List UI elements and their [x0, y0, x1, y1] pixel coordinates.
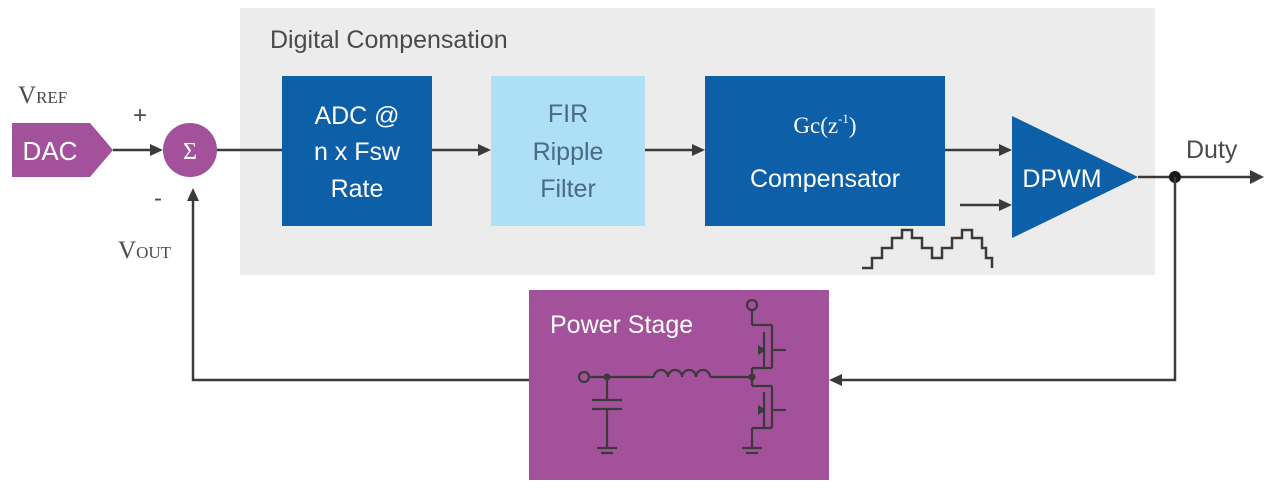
compensator-box [705, 76, 945, 226]
vout-label: VOUT [118, 237, 172, 264]
minus-sign: - [154, 185, 162, 212]
high-side-mosfet-icon [750, 323, 786, 377]
adc-block: ADC @ n x Fsw Rate [282, 76, 432, 226]
staircase-carrier-waveform [862, 228, 994, 270]
fir-line2: Ripple [533, 138, 604, 166]
low-side-mosfet-icon [750, 377, 786, 448]
dpwm-label: DPWM [1022, 165, 1101, 193]
arrow-output [1250, 170, 1264, 184]
adc-line3: Rate [331, 175, 384, 203]
compensator-block: Gc(z-1) Compensator [705, 76, 945, 226]
compensator-transfer-function: Gc(z-1) [793, 111, 856, 138]
arrow-into-summer [150, 144, 163, 156]
plus-sign: + [133, 102, 147, 129]
adc-line1: ADC @ [314, 102, 399, 130]
duty-label: Duty [1186, 136, 1238, 164]
summer-circle [163, 123, 217, 177]
arrow-into-dpwm-top [999, 144, 1012, 156]
digital-compensation-title: Digital Compensation [270, 26, 508, 54]
summing-junction: Σ [163, 123, 217, 177]
dac-block: DAC [12, 123, 113, 177]
arrow-into-dpwm-bottom [999, 199, 1012, 211]
fir-box [491, 76, 645, 226]
arrow-into-summer-minus [187, 188, 199, 201]
inductor-icon [652, 368, 712, 378]
power-stage-title: Power Stage [550, 311, 693, 339]
mosfet-ground-icon [742, 446, 762, 455]
vref-label: VREF [18, 82, 67, 109]
buck-converter-schematic [577, 298, 786, 455]
wire-power-stage-to-summer [191, 200, 529, 382]
power-stage-box [529, 290, 829, 480]
fir-line1: FIR [548, 100, 588, 128]
arrow-into-compensator [692, 144, 705, 156]
adc-line2: n x Fsw [314, 138, 401, 166]
fir-block: FIR Ripple Filter [491, 76, 645, 226]
wire-feedback-to-power-stage [842, 177, 1177, 382]
adc-box [282, 76, 432, 226]
dpwm-block: DPWM [1012, 116, 1138, 238]
dac-shape [12, 123, 113, 177]
sigma-symbol: Σ [183, 139, 197, 165]
power-stage-block: Power Stage [529, 290, 829, 480]
arrow-into-fir [478, 144, 491, 156]
dpwm-shape [1012, 116, 1138, 238]
fir-line3: Filter [540, 175, 596, 203]
capacitor-ground-icon [597, 446, 617, 455]
arrow-into-power-stage [829, 374, 842, 386]
dac-label: DAC [23, 136, 78, 166]
compensator-label: Compensator [750, 165, 900, 193]
